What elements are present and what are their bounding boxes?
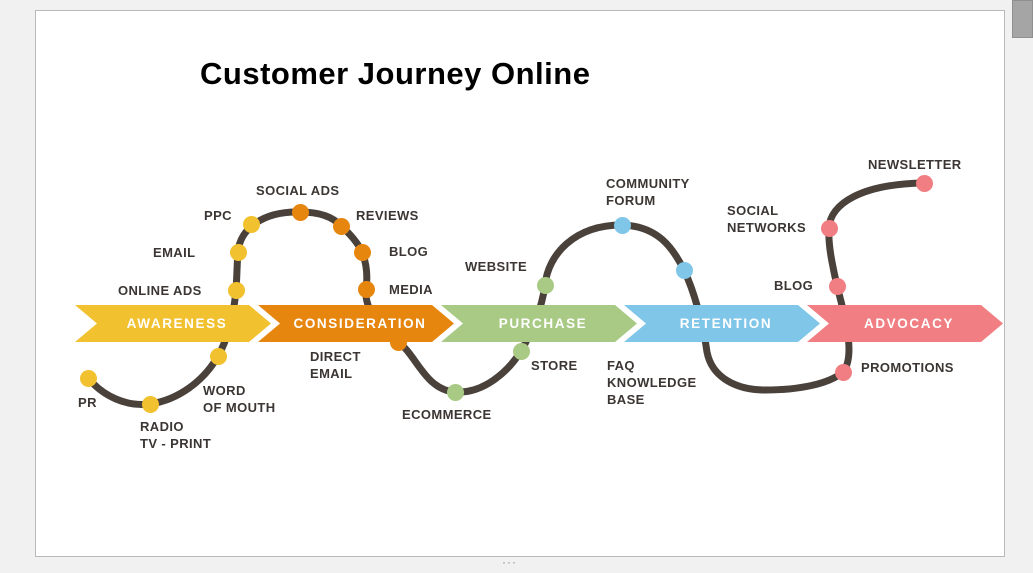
pr-dot [79,369,97,387]
stage-label-consideration: CONSIDERATION [293,316,427,331]
ecommerce-dot [446,383,464,401]
ppc-dot [242,215,260,233]
stage-label-purchase: PURCHASE [498,316,588,331]
faq-knowledge-base-label: FAQ KNOWLEDGE BASE [607,358,697,407]
blog-consideration-dot [353,243,371,261]
online-ads-dot [227,281,245,299]
promotions-dot [834,363,852,381]
reviews-dot [332,217,350,235]
stage-label-awareness: AWARENESS [126,316,228,331]
word-of-mouth-dot [209,347,227,365]
promotions-label: PROMOTIONS [861,360,954,375]
media-dot [357,280,375,298]
stage-arrow-consideration: CONSIDERATION [258,305,454,342]
media-label: MEDIA [389,282,433,297]
social-networks-dot [820,219,838,237]
social-ads-label: SOCIAL ADS [256,183,340,198]
pr-label: PR [78,395,97,410]
blog-advocacy-label: BLOG [774,278,814,293]
ecommerce-label: ECOMMERCE [402,407,492,422]
direct-email-dot [389,333,407,351]
website-label: WEBSITE [465,259,528,274]
scrollbar-thumb[interactable] [1012,0,1033,38]
reviews-label: REVIEWS [356,208,419,223]
website-dot [536,276,554,294]
ppc-label: PPC [204,208,232,223]
store-dot [512,342,530,360]
stage-label-retention: RETENTION [679,316,773,331]
overflow-indicator: ··· [502,555,517,569]
stage-arrow-awareness: AWARENESS [75,305,271,342]
word-of-mouth-label: WORD OF MOUTH [203,383,276,415]
social-ads-dot [291,203,309,221]
store-label: STORE [531,358,578,373]
newsletter-label: NEWSLETTER [868,157,962,172]
email-label: EMAIL [153,245,196,260]
direct-email-label: DIRECT EMAIL [310,349,361,381]
stage-arrow-retention: RETENTION [624,305,820,342]
stage-label-advocacy: ADVOCACY [863,316,955,331]
faq-knowledge-base-dot [675,261,693,279]
blog-advocacy-dot [828,277,846,295]
newsletter-dot [915,174,933,192]
blog-consideration-label: BLOG [389,244,429,259]
stage-arrow-advocacy: ADVOCACY [807,305,1003,342]
online-ads-label: ONLINE ADS [118,283,202,298]
stage-arrow-purchase: PURCHASE [441,305,637,342]
social-networks-label: SOCIAL NETWORKS [727,203,807,235]
community-forum-dot [613,216,631,234]
radio-tv-print-dot [141,395,159,413]
slide-title: Customer Journey Online [200,56,591,91]
community-forum-label: COMMUNITY FORUM [606,176,690,208]
email-dot [229,243,247,261]
radio-tv-print-label: RADIO TV - PRINT [140,419,212,451]
